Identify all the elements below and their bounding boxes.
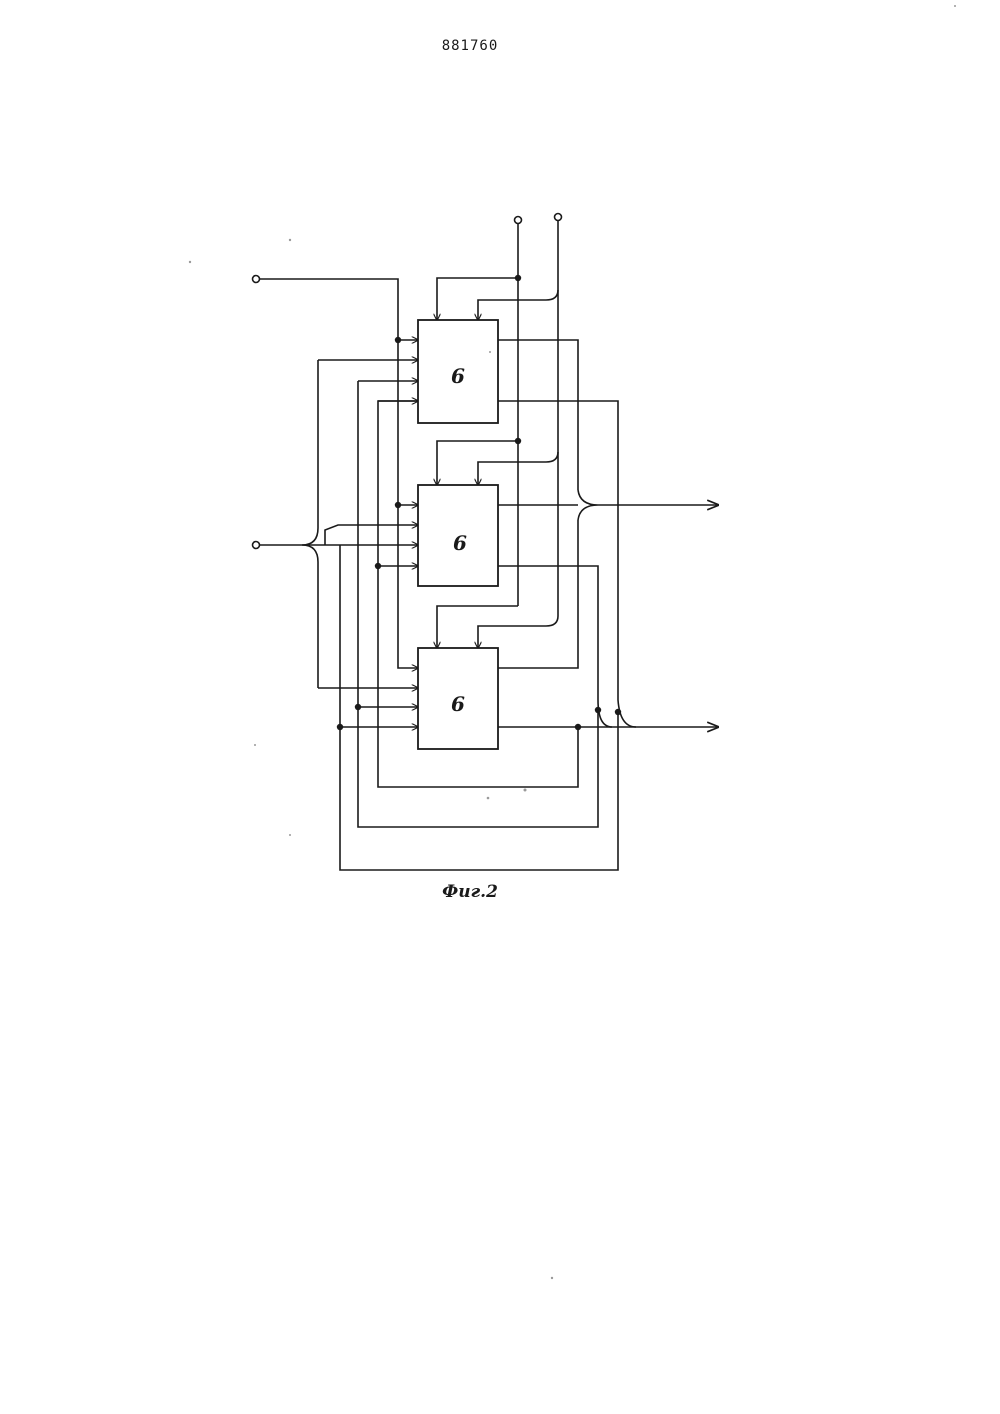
- block-1: 6: [418, 320, 498, 423]
- terminal-top-1: [515, 217, 522, 224]
- top-input-lines: [518, 220, 558, 616]
- input-brace: [302, 360, 318, 688]
- block-2-label: 6: [453, 531, 467, 555]
- block-3: 6: [418, 648, 498, 749]
- output-brace-upper: [578, 490, 598, 520]
- input-line-top-left: [258, 279, 418, 668]
- block-1-label: 6: [451, 364, 465, 388]
- terminal-top-left: [253, 276, 260, 283]
- terminal-mid-left: [253, 542, 260, 549]
- block-2: 6: [418, 485, 498, 586]
- block-3-label: 6: [451, 692, 465, 716]
- terminal-top-2: [555, 214, 562, 221]
- figure-caption: Фиг.2: [442, 882, 498, 902]
